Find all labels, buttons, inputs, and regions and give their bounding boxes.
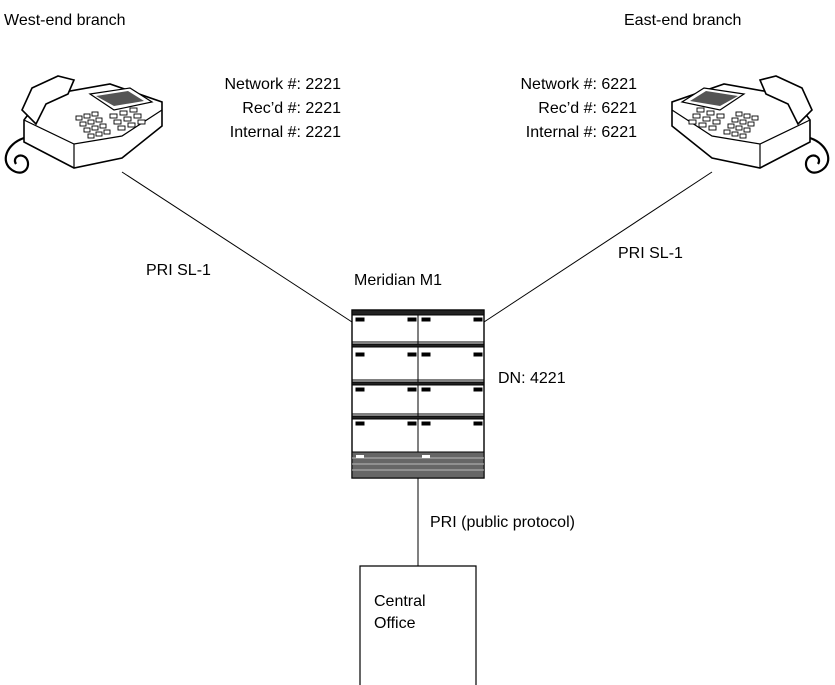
east-network-number: Network #: 6221 xyxy=(520,76,637,93)
west-branch-title: West-end branch xyxy=(4,12,126,29)
east-link-line xyxy=(483,171,713,323)
west-link-line xyxy=(121,171,353,323)
meridian-dn: DN: 4221 xyxy=(498,370,566,387)
west-link-label: PRI SL-1 xyxy=(146,262,211,279)
east-recd-number: Rec’d #: 6221 xyxy=(538,100,637,117)
meridian-cabinet xyxy=(351,309,485,479)
west-phone-icon xyxy=(4,74,164,174)
east-internal-number: Internal #: 6221 xyxy=(525,124,637,141)
west-recd-number: Rec’d #: 2221 xyxy=(242,100,341,117)
west-internal-number: Internal #: 2221 xyxy=(229,124,341,141)
meridian-title: Meridian M1 xyxy=(354,272,443,289)
east-link-label: PRI SL-1 xyxy=(618,245,683,262)
central-office-link-label: PRI (public protocol) xyxy=(430,514,575,531)
central-office-box xyxy=(359,565,477,685)
central-office-label-line1: Central xyxy=(374,593,426,610)
central-office-label-line2: Office xyxy=(374,615,416,632)
west-network-number: Network #: 2221 xyxy=(224,76,341,93)
east-phone-icon xyxy=(670,74,830,174)
east-branch-title: East-end branch xyxy=(624,12,742,29)
